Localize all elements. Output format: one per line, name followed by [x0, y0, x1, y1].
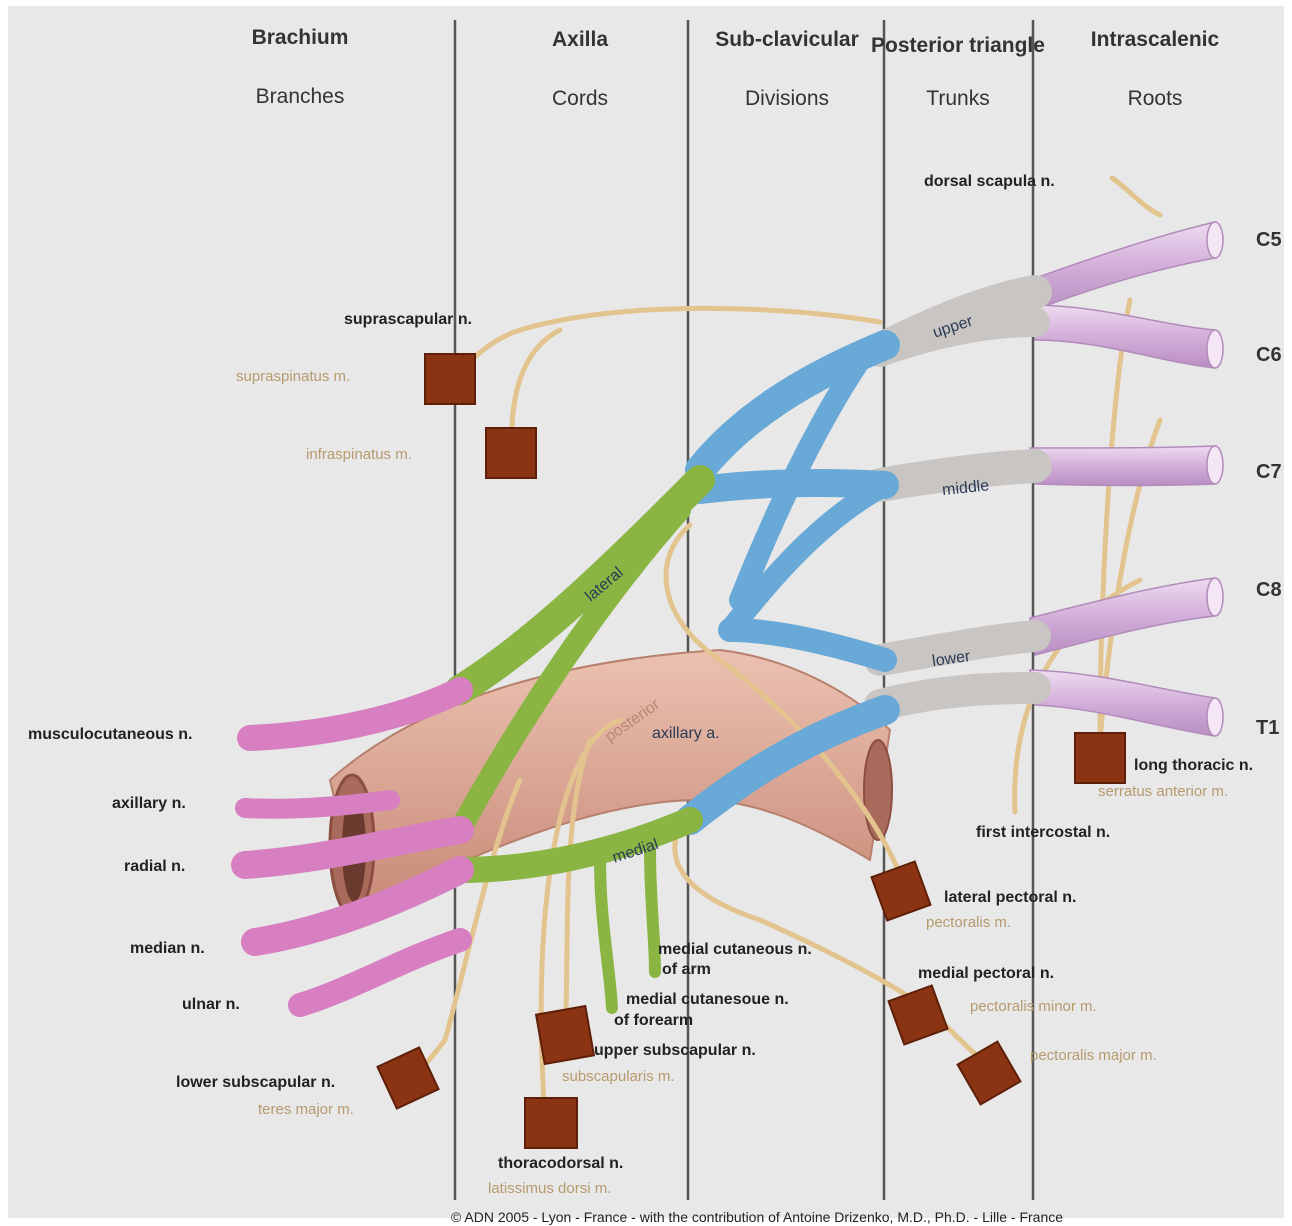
- subscapularis-muscle: [536, 1006, 594, 1064]
- label-dorsal-scapula-n: dorsal scapula n.: [924, 173, 1055, 190]
- root-label-c5: C5: [1256, 229, 1282, 251]
- column-subtitle-divisions: Divisions: [745, 87, 829, 110]
- root-label-c7: C7: [1256, 461, 1282, 483]
- column-subtitle-roots: Roots: [1128, 87, 1183, 110]
- root-label-t1: T1: [1256, 717, 1279, 739]
- label-ulnar-n: ulnar n.: [182, 996, 240, 1013]
- label-thoracodorsal-n: thoracodorsal n.: [498, 1155, 623, 1172]
- label-long-thoracic-n: long thoracic n.: [1134, 757, 1253, 774]
- label-subscapularis-m: subscapularis m.: [562, 1068, 675, 1085]
- root-label-c8: C8: [1256, 579, 1282, 601]
- label-suprascapular-n: suprascapular n.: [344, 311, 472, 328]
- label-medial-pectoral-n: medial pectoral n.: [918, 965, 1054, 982]
- label-medial-cutaneous-arm-line2: of arm: [662, 961, 711, 978]
- label-pectoralis-minor-m: pectoralis minor m.: [970, 998, 1097, 1015]
- infraspinatus-muscle: [486, 428, 536, 478]
- label-first-intercostal-n: first intercostal n.: [976, 824, 1110, 841]
- label-teres-major-m: teres major m.: [258, 1101, 354, 1118]
- label-serratus-anterior-m: serratus anterior m.: [1098, 783, 1228, 800]
- column-subtitle-branches: Branches: [256, 85, 345, 108]
- label-latissimus-dorsi-m: latissimus dorsi m.: [488, 1180, 611, 1197]
- label-median-n: median n.: [130, 940, 205, 957]
- label-lateral-pectoral-n: lateral pectoral n.: [944, 889, 1077, 906]
- root-label-c6: C6: [1256, 344, 1282, 366]
- label-medial-cutaneous-forearm-line1: medial cutanesoue n.: [626, 991, 789, 1008]
- column-title-intrascalenic: Intrascalenic: [1091, 28, 1220, 51]
- supraspinatus-muscle: [425, 354, 475, 404]
- credit-line: © ADN 2005 - Lyon - France - with the co…: [451, 1209, 1063, 1225]
- column-subtitle-trunks: Trunks: [926, 87, 989, 110]
- label-pectoralis-m: pectoralis m.: [926, 914, 1011, 931]
- label-pectoralis-major-m: pectoralis major m.: [1030, 1047, 1157, 1064]
- label-infraspinatus-m: infraspinatus m.: [306, 446, 412, 463]
- column-title-posterior-triangle: Posterior triangle: [871, 34, 1045, 57]
- label-lower-subscapular-n: lower subscapular n.: [176, 1074, 335, 1091]
- label-upper-subscapular-n: upper subscapular n.: [594, 1042, 756, 1059]
- column-title-subclavicular: Sub-clavicular: [715, 28, 859, 51]
- column-title-brachium: Brachium: [252, 26, 349, 49]
- label-medial-cutaneous-arm-line1: medial cutaneous n.: [658, 941, 812, 958]
- label-axillary-n: axillary n.: [112, 795, 186, 812]
- artery-label: axillary a.: [652, 725, 720, 742]
- latissimus-dorsi-muscle: [525, 1098, 577, 1148]
- column-title-axilla: Axilla: [552, 28, 608, 51]
- serratus-anterior-muscle: [1075, 733, 1125, 783]
- label-radial-n: radial n.: [124, 858, 185, 875]
- label-supraspinatus-m: supraspinatus m.: [236, 368, 350, 385]
- label-musculocutaneous-n: musculocutaneous n.: [28, 726, 192, 743]
- label-medial-cutaneous-forearm-line2: of forearm: [614, 1012, 693, 1029]
- column-subtitle-cords: Cords: [552, 87, 608, 110]
